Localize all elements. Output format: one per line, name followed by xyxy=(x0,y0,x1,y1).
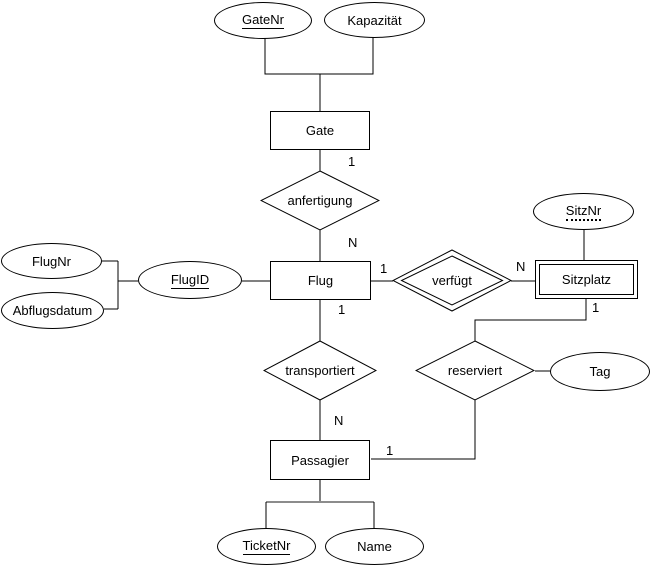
connector-sitzplatz-reserviert xyxy=(474,299,587,341)
attribute-flugid-label: FlugID xyxy=(170,271,210,289)
diamond-shape xyxy=(263,340,377,401)
diamond-shape xyxy=(260,170,380,231)
entity-gate-label: Gate xyxy=(305,123,335,138)
attribute-gatenr: GateNr xyxy=(214,2,312,39)
attribute-ticketnr: TicketNr xyxy=(217,528,316,565)
entity-passagier-label: Passagier xyxy=(291,452,349,468)
entity-sitzplatz-inner-border: Sitzplatz xyxy=(539,264,634,295)
cardinality-anfertigung-flug: N xyxy=(348,235,358,250)
attribute-tag-label: Tag xyxy=(589,364,611,379)
relationship-reserviert-label: reserviert xyxy=(447,363,503,378)
attribute-name: Name xyxy=(325,528,424,565)
entity-passagier: Passagier xyxy=(270,440,370,480)
connector-gatenr-junction xyxy=(264,36,374,75)
attribute-ticketnr-label: TicketNr xyxy=(242,538,291,555)
diamond-shape xyxy=(415,340,535,401)
entity-sitzplatz: Sitzplatz xyxy=(535,260,638,299)
relationship-transportiert: transportiert xyxy=(263,340,377,401)
attribute-kapazitaet: Kapazität xyxy=(324,2,425,38)
cardinality-sitzplatz-reserviert: 1 xyxy=(592,300,600,315)
attribute-tag: Tag xyxy=(550,352,650,391)
attribute-gatenr-label: GateNr xyxy=(242,12,284,29)
entity-flug-label: Flug xyxy=(307,273,334,288)
attribute-flugid: FlugID xyxy=(138,261,242,299)
attribute-name-label: Name xyxy=(357,539,392,554)
relationship-transportiert-label: transportiert xyxy=(285,363,355,378)
attribute-flugnr-label: FlugNr xyxy=(31,253,71,269)
attribute-sitznr: SitzNr xyxy=(533,193,634,230)
entity-sitzplatz-label: Sitzplatz xyxy=(561,272,612,287)
connector-reserviert-passagier xyxy=(371,400,476,460)
relationship-anfertigung: anfertigung xyxy=(260,170,380,231)
attribute-abflugsdatum: Abflugsdatum xyxy=(1,292,104,329)
relationship-reserviert: reserviert xyxy=(415,340,535,401)
relationship-verfuegt-label: verfügt xyxy=(432,273,472,288)
attribute-flugnr: FlugNr xyxy=(1,243,102,279)
cardinality-transportiert-passagier: N xyxy=(334,413,344,428)
attribute-sitznr-label: SitzNr xyxy=(565,203,602,221)
cardinality-flug-transportiert: 1 xyxy=(338,302,346,317)
cardinality-passagier-reserviert: 1 xyxy=(386,443,394,458)
entity-gate: Gate xyxy=(270,111,370,150)
cardinality-flug-verfuegt: 1 xyxy=(380,261,388,276)
relationship-verfuegt: verfügt xyxy=(392,249,512,312)
entity-flug: Flug xyxy=(270,261,371,300)
cardinality-gate-anfertigung: 1 xyxy=(348,154,356,169)
diamond-shape-double xyxy=(392,249,512,312)
cardinality-verfuegt-sitzplatz: N xyxy=(516,259,526,274)
relationship-anfertigung-label: anfertigung xyxy=(287,193,353,208)
attribute-abflugsdatum-label: Abflugsdatum xyxy=(12,303,93,318)
attribute-kapazitaet-label: Kapazität xyxy=(347,12,402,28)
